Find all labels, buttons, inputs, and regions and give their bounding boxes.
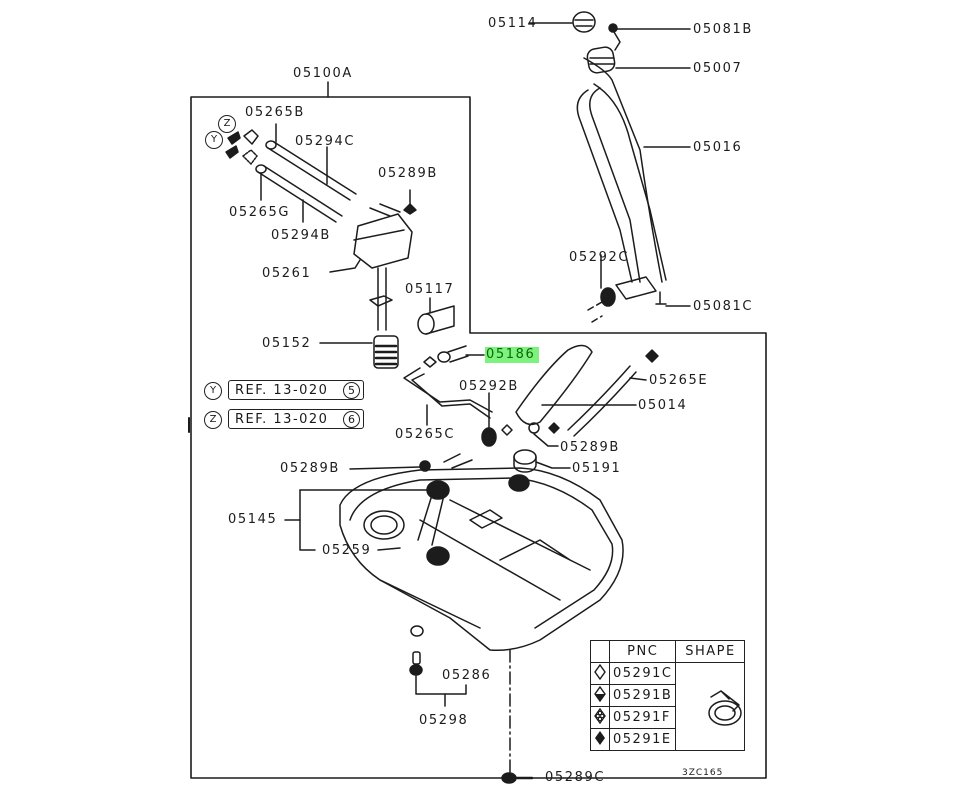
- diamond-outline-icon: [590, 662, 610, 685]
- table-row[interactable]: 05291B: [590, 684, 745, 707]
- shape-cell: [675, 662, 746, 751]
- part-label-05259[interactable]: 05259: [322, 543, 372, 558]
- reference-marker-z: Z: [204, 411, 222, 429]
- part-label-05081b[interactable]: 05081B: [693, 22, 753, 37]
- fuel-pump-module: [329, 203, 413, 331]
- pnc-cell[interactable]: 05291F: [608, 706, 677, 729]
- fuel-tank-body: [339, 453, 624, 779]
- tank-vent-valve: [513, 449, 571, 473]
- vapor-hoses: [225, 123, 357, 223]
- table-row[interactable]: 05291C: [590, 662, 746, 751]
- figure-code: 3ZC165: [682, 768, 724, 778]
- fuel-feed-pipe: [403, 367, 493, 426]
- marker-z: Z: [218, 115, 236, 133]
- part-label-05016[interactable]: 05016: [693, 140, 743, 155]
- reference-text-z: REF. 13-020: [235, 412, 329, 427]
- header-shape: SHAPE: [675, 640, 746, 663]
- part-label-05265e[interactable]: 05265E: [649, 373, 709, 388]
- reference-text-y: REF. 13-020: [235, 383, 329, 398]
- hose-clamp-b: [481, 392, 513, 447]
- part-label-05152[interactable]: 05152: [262, 336, 312, 351]
- reference-box-y[interactable]: REF. 13-020 5: [228, 380, 364, 400]
- part-label-05117[interactable]: 05117: [405, 282, 455, 297]
- part-label-05292b[interactable]: 05292B: [459, 379, 519, 394]
- bottom-grommet: [501, 772, 534, 784]
- part-label-05261[interactable]: 05261: [262, 266, 312, 281]
- part-label-05007[interactable]: 05007: [693, 61, 743, 76]
- part-label-05081c[interactable]: 05081C: [693, 299, 754, 314]
- pnc-cell[interactable]: 05291E: [608, 728, 677, 751]
- part-label-05289b-top[interactable]: 05289B: [378, 166, 438, 181]
- pnc-shape-table: PNC SHAPE 05291C 05291B 05291F 05291E: [590, 640, 746, 751]
- part-label-05186-highlighted[interactable]: 05186: [485, 347, 540, 363]
- pnc-cell[interactable]: 05291C: [608, 662, 677, 685]
- vent-hose: [567, 349, 659, 437]
- drain-plug: [409, 625, 467, 707]
- part-label-05145[interactable]: 05145: [228, 512, 278, 527]
- table-row[interactable]: 05291E: [590, 728, 745, 751]
- table-header-row: PNC SHAPE: [590, 640, 746, 663]
- diamond-half-filled-icon: [590, 684, 610, 707]
- part-label-05265b[interactable]: 05265B: [245, 105, 305, 120]
- part-label-05265g[interactable]: 05265G: [229, 205, 291, 220]
- fuel-cap: [529, 11, 596, 33]
- marker-y: Y: [205, 131, 223, 149]
- part-label-05265c[interactable]: 05265C: [395, 427, 456, 442]
- diamond-filled-icon: [590, 728, 610, 751]
- reference-page-y: 5: [343, 382, 360, 399]
- header-pnc: PNC: [608, 640, 677, 663]
- part-label-05191[interactable]: 05191: [572, 461, 622, 476]
- neck-hose-clamp: [587, 254, 691, 323]
- grommet-mid: [528, 422, 560, 447]
- fuel-strainer: [319, 335, 399, 369]
- filler-neck-pipe: [576, 46, 667, 283]
- part-label-05294c[interactable]: 05294C: [295, 134, 356, 149]
- part-label-05289c[interactable]: 05289C: [545, 770, 606, 785]
- header-symbol: [590, 640, 610, 663]
- cap-tether: [608, 23, 691, 51]
- assembly-frame: [190, 81, 767, 779]
- part-label-05292c[interactable]: 05292C: [569, 250, 630, 265]
- reference-page-z: 6: [343, 411, 360, 428]
- part-label-05289b-mid[interactable]: 05289B: [560, 440, 620, 455]
- pnc-cell[interactable]: 05291B: [608, 684, 677, 707]
- part-label-05294b[interactable]: 05294B: [271, 228, 331, 243]
- part-label-05014[interactable]: 05014: [638, 398, 688, 413]
- reference-marker-y: Y: [204, 382, 222, 400]
- reference-box-z[interactable]: REF. 13-020 6: [228, 409, 364, 429]
- part-label-05289b-left[interactable]: 05289B: [280, 461, 340, 476]
- filler-hose: [515, 344, 637, 426]
- fuel-filter: [417, 297, 455, 335]
- part-label-05298[interactable]: 05298: [419, 713, 469, 728]
- grommet-top: [403, 189, 417, 215]
- assembly-label-05100a[interactable]: 05100A: [293, 66, 353, 81]
- tank-leaders: [284, 466, 431, 551]
- part-label-05286[interactable]: 05286: [442, 668, 492, 683]
- fuel-connector: [423, 345, 485, 368]
- diamond-patterned-icon: [590, 706, 610, 729]
- part-label-05114[interactable]: 05114: [488, 16, 538, 31]
